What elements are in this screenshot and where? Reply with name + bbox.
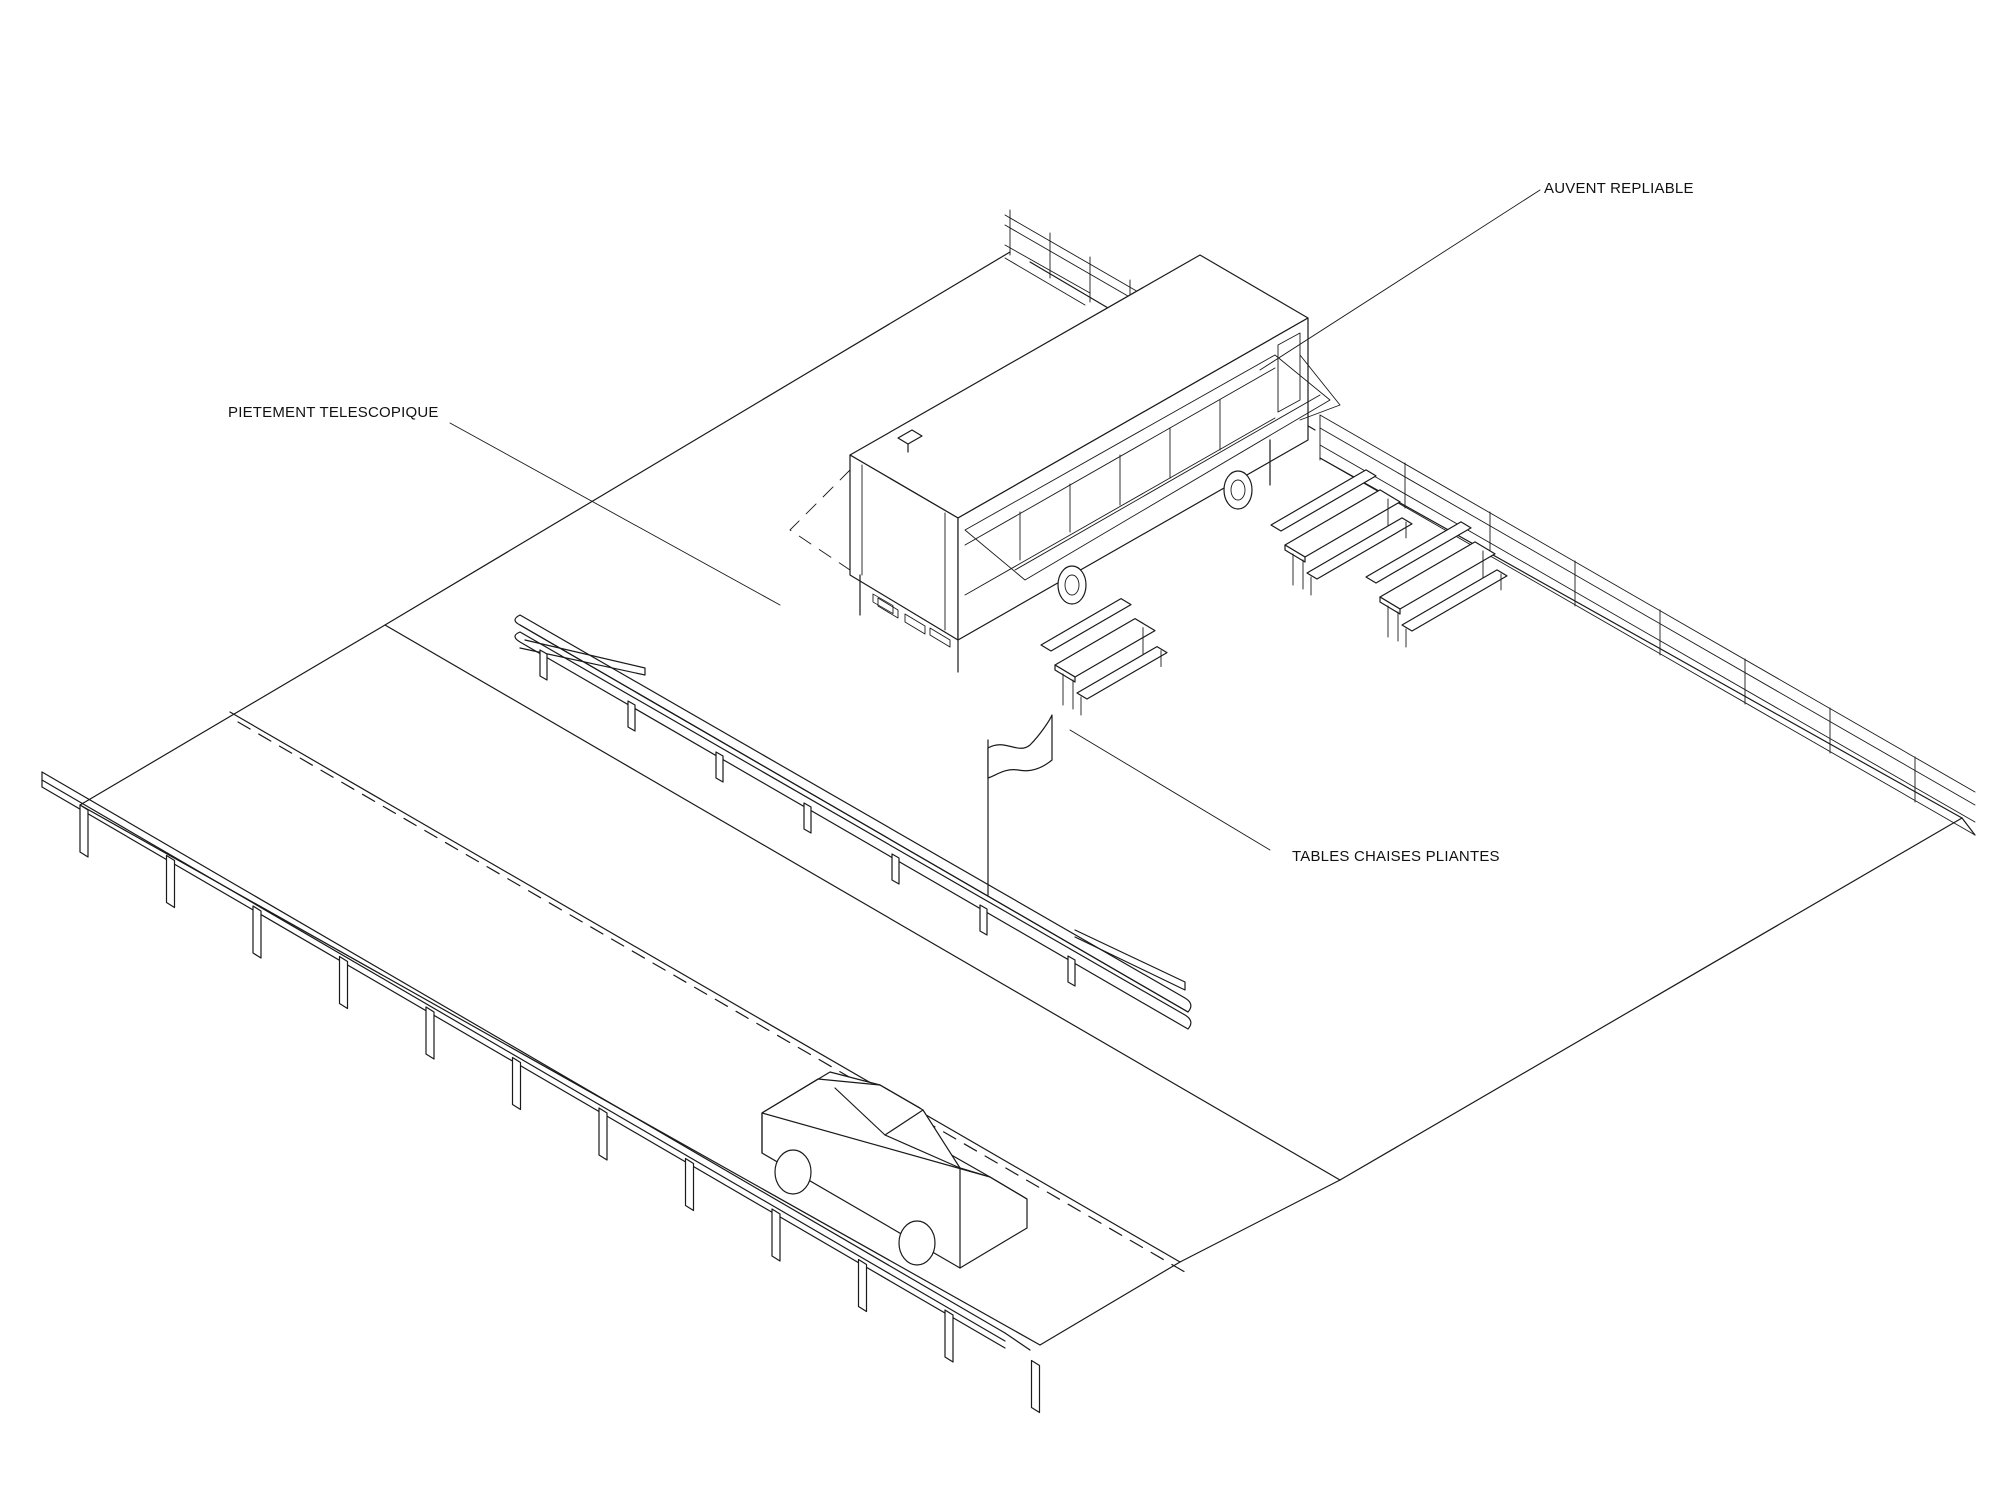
leader-awning <box>1259 189 1541 371</box>
car-front-wheel-icon <box>898 1220 936 1266</box>
guardrail-post <box>511 1056 522 1111</box>
annotation-legs: PIETEMENT TELESCOPIQUE <box>228 404 439 421</box>
median-barrier <box>514 614 1192 1030</box>
flag <box>987 714 1053 896</box>
bus-side-face <box>957 317 1309 641</box>
front-guardrail <box>41 771 1041 1414</box>
median-post <box>539 649 548 681</box>
leader-furniture <box>1069 729 1271 851</box>
guardrail-post <box>252 905 262 959</box>
median-post <box>1067 955 1076 987</box>
annotation-leaders <box>449 189 1541 851</box>
road-center-dashed-line <box>237 721 1191 1276</box>
guardrail-post <box>1030 1359 1041 1414</box>
roof-vent-icon <box>897 429 923 445</box>
food-truck-bus <box>789 254 1341 673</box>
guardrail-post <box>771 1208 781 1262</box>
guardrail-post <box>857 1258 868 1313</box>
median-post <box>891 853 900 885</box>
median-post <box>979 904 988 936</box>
guardrail-post <box>425 1006 435 1060</box>
annotation-awning: AUVENT REPLIABLE <box>1544 180 1694 197</box>
leader-legs <box>449 422 781 606</box>
picnic-table-set <box>1365 521 1508 648</box>
guardrail-post <box>79 804 89 858</box>
guardrail-post <box>338 955 349 1010</box>
median-post <box>715 751 724 783</box>
guardrail-post <box>598 1107 608 1161</box>
folding-tables-chairs <box>1040 469 1508 716</box>
picnic-table-set <box>1040 597 1168 716</box>
median-post <box>803 802 812 834</box>
road <box>79 711 1341 1346</box>
folding-awning-panel <box>964 354 1331 581</box>
front-wheel-icon <box>1223 470 1253 510</box>
car <box>761 1071 1028 1269</box>
annotation-furniture: TABLES CHAISES PLIANTES <box>1292 848 1500 865</box>
guardrail-post <box>944 1309 954 1363</box>
guardrail-post <box>165 854 176 909</box>
car-rear-wheel-icon <box>774 1149 812 1195</box>
rear-wheel-icon <box>1057 565 1087 605</box>
median-post <box>627 700 636 732</box>
picnic-table-set <box>1270 469 1413 596</box>
guardrail-post <box>684 1157 695 1212</box>
back-railing <box>1004 209 1976 836</box>
